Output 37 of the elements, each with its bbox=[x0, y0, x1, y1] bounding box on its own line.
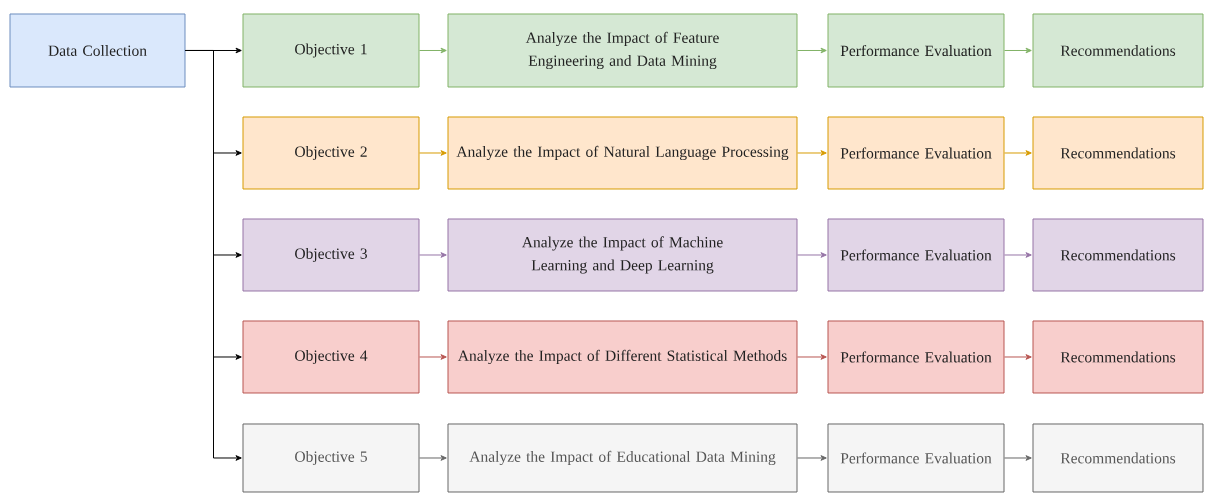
analysis-box: Analyze the Impact of Feature Engineering and Data Mining bbox=[447, 13, 798, 88]
analysis-box: Analyze the Impact of Natural Language Processing bbox=[447, 116, 798, 190]
arrow bbox=[1004, 354, 1032, 360]
objective-box: Objective 3 bbox=[242, 218, 420, 292]
analysis-box: Analyze the Impact of Educational Data Mining bbox=[447, 423, 798, 493]
evaluation-box: Performance Evaluation bbox=[827, 320, 1005, 394]
recommendation-box: Recommendations bbox=[1032, 423, 1204, 493]
arrow bbox=[419, 150, 447, 156]
arrow bbox=[419, 252, 447, 258]
arrow bbox=[419, 354, 447, 360]
arrow bbox=[797, 455, 827, 461]
arrow bbox=[1004, 150, 1032, 156]
data-collection-box: Data Collection bbox=[9, 13, 186, 88]
evaluation-box: Performance Evaluation bbox=[827, 116, 1005, 190]
evaluation-box: Performance Evaluation bbox=[827, 13, 1005, 88]
arrow bbox=[419, 47, 447, 54]
analysis-box: Analyze the Impact of Machine Learning and Deep Learning bbox=[447, 218, 798, 292]
evaluation-box: Performance Evaluation bbox=[827, 218, 1005, 292]
arrow bbox=[797, 252, 827, 258]
arrow bbox=[797, 47, 827, 54]
arrow bbox=[1004, 252, 1032, 258]
arrow bbox=[797, 150, 827, 156]
evaluation-box: Performance Evaluation bbox=[827, 423, 1005, 493]
arrow bbox=[797, 354, 827, 360]
recommendation-box: Recommendations bbox=[1032, 116, 1204, 190]
objective-box: Objective 5 bbox=[242, 423, 420, 493]
analysis-box: Analyze the Impact of Different Statistical Methods bbox=[447, 320, 798, 394]
arrow bbox=[1004, 455, 1032, 461]
objective-box: Objective 2 bbox=[242, 116, 420, 190]
recommendation-box: Recommendations bbox=[1032, 13, 1204, 88]
arrow bbox=[1004, 47, 1032, 54]
arrow bbox=[185, 50, 242, 461]
objective-box: Objective 1 bbox=[242, 13, 420, 88]
recommendation-box: Recommendations bbox=[1032, 218, 1204, 292]
arrow bbox=[419, 455, 447, 461]
objective-box: Objective 4 bbox=[242, 320, 420, 394]
recommendation-box: Recommendations bbox=[1032, 320, 1204, 394]
